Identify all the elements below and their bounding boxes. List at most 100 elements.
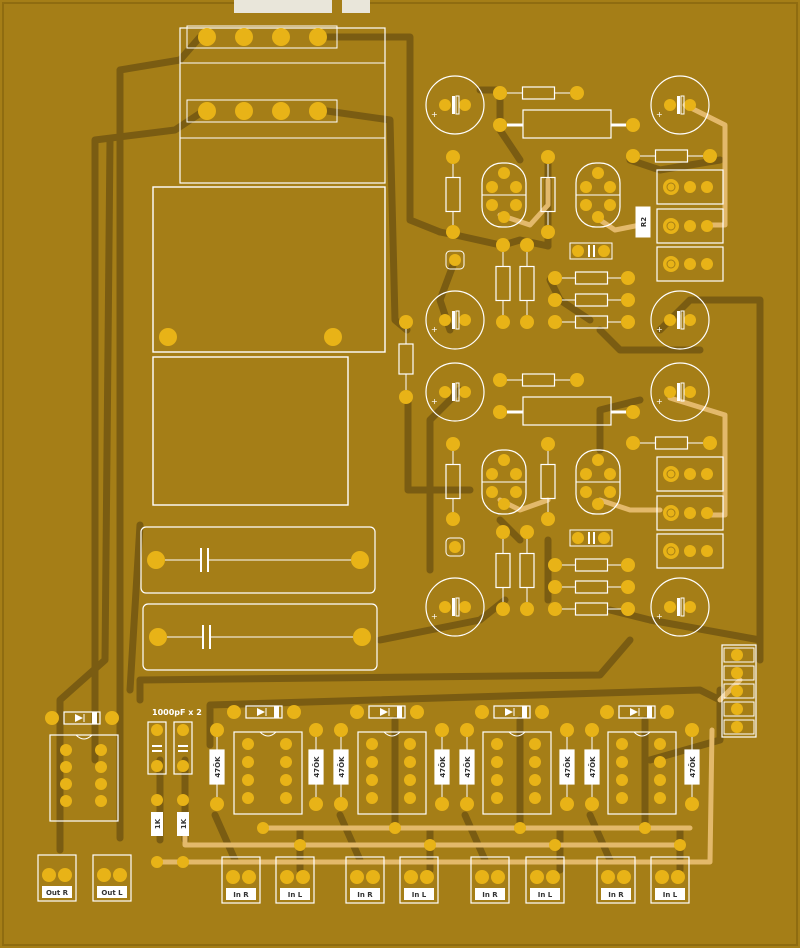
pad [446,437,460,451]
pad [549,839,561,851]
resistor-label: 47ÕK [463,756,472,778]
pad [105,711,119,725]
pad [389,822,401,834]
pad [446,225,460,239]
terminal-block [656,533,724,569]
pad [486,199,498,211]
small-capacitor [173,721,193,775]
pad [510,199,522,211]
cap-note-label: 1000pF x 2 [152,708,202,717]
terminal-label: In L [538,891,553,899]
top-header-connector [179,25,386,184]
pad [439,601,451,613]
pad [404,792,416,804]
terminal-label: In R [482,891,498,899]
pad [366,774,378,786]
resistor [548,558,635,572]
terminal-block [656,495,724,531]
pad [510,486,522,498]
resistor [540,150,556,239]
pad [151,794,163,806]
pad [460,723,474,737]
resistor [495,525,511,616]
pad [498,211,510,223]
pad [621,602,635,616]
pad [475,705,489,719]
pad [496,602,510,616]
diode [600,705,674,719]
svg-text:+: + [431,110,438,119]
resistor-1k: 1K [177,794,189,868]
pad [621,315,635,329]
pad [280,756,292,768]
pad [435,723,449,737]
resistor [445,437,461,526]
pad [580,486,592,498]
pad [684,601,696,613]
pad [366,792,378,804]
resistor [493,373,584,387]
resistor-1k-label: 1K [154,818,162,829]
pad [701,468,713,480]
pad [242,738,254,750]
pad [280,774,292,786]
pad [498,498,510,510]
ic-socket [607,731,677,815]
pad [601,870,615,884]
electrolytic-capacitor: + [425,577,485,637]
pad [529,792,541,804]
pad [654,738,666,750]
pad [580,181,592,193]
large-capacitor-2 [142,603,378,671]
pad [287,705,301,719]
pad [535,705,549,719]
pad [520,525,534,539]
pad [493,118,507,132]
pad [703,436,717,450]
ic-socket [233,731,303,815]
pad [280,870,294,884]
pad [684,258,696,270]
resistor: 47ÕK [209,723,225,811]
pad [639,822,651,834]
pad [621,293,635,307]
resistor-label: 47ÕK [588,756,597,778]
pad [334,797,348,811]
terminal-block [656,208,724,244]
pad [580,468,592,480]
pad [280,738,292,750]
amplifier-sections: ++++++++R2 [425,75,757,738]
pad [685,797,699,811]
pad [664,99,676,111]
transformer [152,186,386,506]
pad [420,870,434,884]
pad [529,738,541,750]
pad [475,870,489,884]
pad [617,870,631,884]
r2-label: R2 [640,217,648,227]
pad [309,723,323,737]
pad [626,405,640,419]
pad [621,558,635,572]
screw-terminal: In L [525,856,565,904]
terminal-block [656,456,724,492]
pad [151,760,163,772]
pad [366,738,378,750]
resistor-center [398,315,414,404]
pad [598,532,610,544]
transistor [575,162,621,228]
resistor-label: 47ÕK [438,756,447,778]
pad [177,724,189,736]
electrolytic-capacitor: + [425,362,485,422]
pad [684,545,696,557]
pad [626,436,640,450]
pad [95,761,107,773]
pad [459,601,471,613]
pad [97,868,111,882]
pad [598,245,610,257]
svg-text:+: + [431,397,438,406]
screw-terminal: In R [221,856,261,904]
pad [460,797,474,811]
ic-socket [357,731,427,815]
amp-channel: ++++ [425,362,724,637]
